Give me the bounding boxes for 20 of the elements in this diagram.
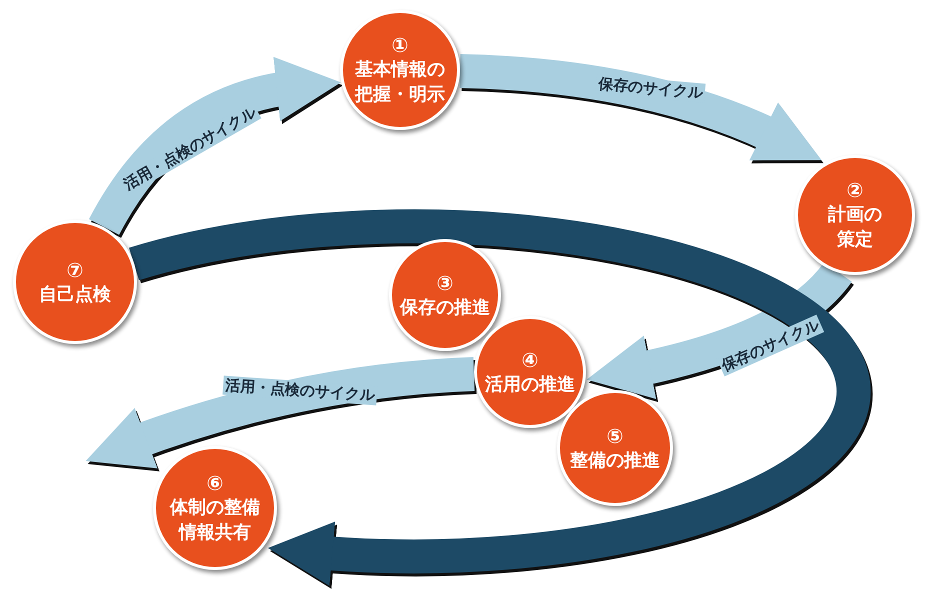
step-label: 保存の推進 (400, 296, 490, 320)
step-label: 基本情報の把握・明示 (354, 58, 446, 107)
step-number: ② (846, 178, 864, 202)
step-number: ⑦ (66, 258, 84, 282)
step-circle (474, 316, 586, 428)
step-number: ④ (522, 348, 538, 372)
block-arrow (130, 210, 870, 586)
step-label: 体制の整備情報共有 (168, 496, 261, 545)
block-arrow (89, 58, 341, 236)
step-label: 整備の推進 (570, 448, 660, 472)
step-number: ⑤ (606, 424, 624, 448)
block-arrow (459, 54, 822, 162)
step-number: ① (392, 33, 408, 57)
step-circle (557, 390, 673, 506)
step-label: 計画の策定 (826, 203, 883, 252)
step-number: ③ (436, 270, 454, 294)
step-circle (153, 446, 277, 570)
step-number: ⑥ (206, 471, 224, 495)
step-label: 活用の推進 (485, 372, 575, 396)
step-label: 自己点検 (39, 282, 111, 306)
